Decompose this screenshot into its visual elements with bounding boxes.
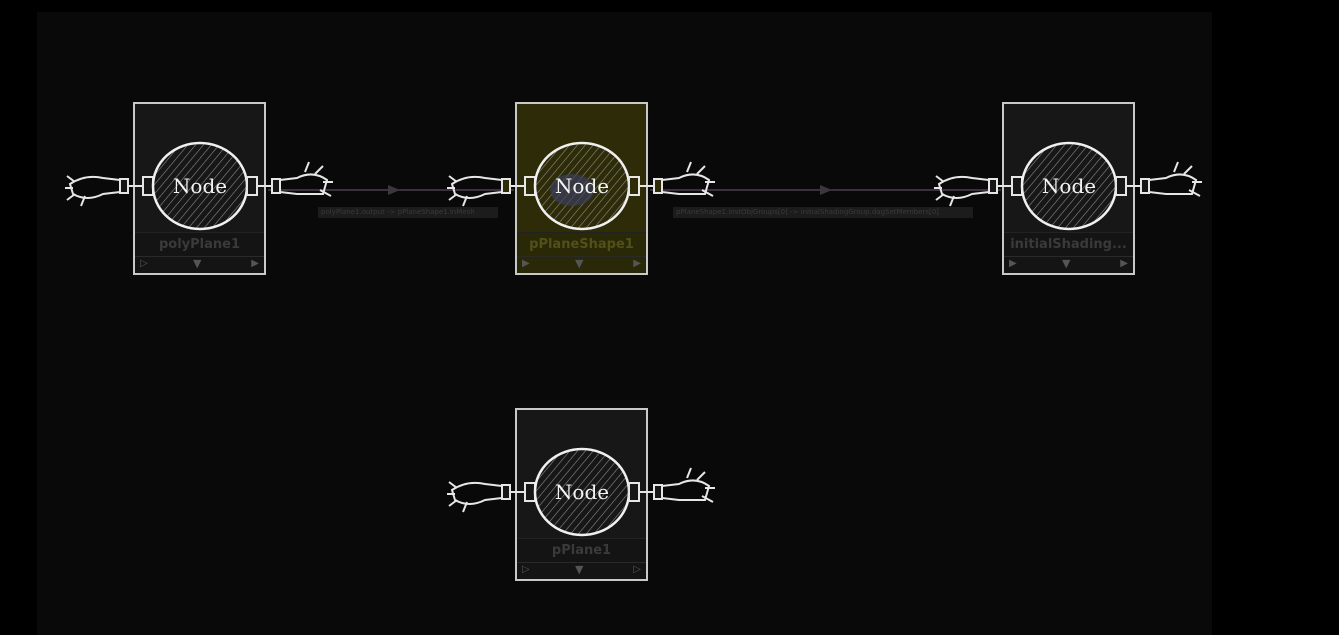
play-icon[interactable]: ▶ xyxy=(1009,258,1017,269)
node-label: pPlane1 xyxy=(551,543,612,558)
node-controls: ▶ ▼ ▶ xyxy=(517,256,646,271)
expand-down-icon[interactable]: ▼ xyxy=(1062,257,1071,270)
node-label: polyPlane1 xyxy=(158,237,241,252)
play-icon[interactable]: ▶ xyxy=(633,258,641,269)
node-label: pPlaneShape1 xyxy=(529,237,634,252)
play-icon[interactable]: ▶ xyxy=(251,258,259,269)
connection-arrow xyxy=(388,185,400,195)
right-hand-icon xyxy=(1148,161,1202,197)
node-label: initialShading... xyxy=(1010,237,1127,252)
node-character-icon: Node xyxy=(447,438,717,538)
node-character-icon: Node xyxy=(447,132,717,232)
node-footer: pPlaneShape1 ▶ ▼ ▶ xyxy=(517,232,646,273)
right-hand-icon xyxy=(661,161,715,197)
connection-label: pPlaneShape1.instObjGroups[0] -> initial… xyxy=(673,207,973,218)
node-footer: initialShading... ▶ ▼ ▶ xyxy=(1004,232,1133,273)
left-connector xyxy=(501,176,536,196)
expand-down-icon[interactable]: ▼ xyxy=(575,257,584,270)
node-icon-text: Node xyxy=(1042,174,1096,198)
node-controls: ▷ ▼ ▷ xyxy=(517,562,646,577)
node-character-icon: Node xyxy=(934,132,1204,232)
node-footer: polyPlane1 ▷ ▼ ▶ xyxy=(135,232,264,273)
connection-label: polyPlane1.output -> pPlaneShape1.inMesh xyxy=(318,207,498,218)
node-controls: ▷ ▼ ▶ xyxy=(135,256,264,271)
node-initialShading[interactable]: Node initialShading... ▶ ▼ ▶ xyxy=(934,102,1202,275)
left-hand-icon xyxy=(934,175,990,207)
play-icon[interactable]: ▶ xyxy=(1120,258,1128,269)
play-outline-icon[interactable]: ▷ xyxy=(140,258,148,269)
left-connector xyxy=(501,482,536,502)
connection-arrow xyxy=(820,185,832,195)
node-pPlane1[interactable]: Node pPlane1 ▷ ▼ ▷ xyxy=(447,408,715,581)
right-connector xyxy=(628,482,663,502)
expand-down-icon[interactable]: ▼ xyxy=(575,563,584,576)
node-character-icon: Node xyxy=(65,132,335,232)
play-outline-icon[interactable]: ▷ xyxy=(522,564,530,575)
left-hand-icon xyxy=(447,481,503,513)
node-icon-text: Node xyxy=(555,174,609,198)
expand-down-icon[interactable]: ▼ xyxy=(193,257,202,270)
left-connector xyxy=(119,176,154,196)
play-outline-icon[interactable]: ▷ xyxy=(633,564,641,575)
right-hand-icon xyxy=(661,467,715,503)
node-controls: ▶ ▼ ▶ xyxy=(1004,256,1133,271)
node-pPlaneShape1[interactable]: Node pPlaneShape1 ▶ ▼ ▶ xyxy=(447,102,715,275)
node-polyPlane1[interactable]: Node polyPlane1 ▷ ▼ ▶ xyxy=(65,102,333,275)
right-hand-icon xyxy=(279,161,333,197)
left-hand-icon xyxy=(447,175,503,207)
left-connector xyxy=(988,176,1023,196)
node-icon-text: Node xyxy=(173,174,227,198)
right-connector xyxy=(628,176,663,196)
right-connector xyxy=(1115,176,1150,196)
right-connector xyxy=(246,176,281,196)
node-footer: pPlane1 ▷ ▼ ▷ xyxy=(517,538,646,579)
node-icon-text: Node xyxy=(555,480,609,504)
play-icon[interactable]: ▶ xyxy=(522,258,530,269)
left-hand-icon xyxy=(65,175,121,207)
